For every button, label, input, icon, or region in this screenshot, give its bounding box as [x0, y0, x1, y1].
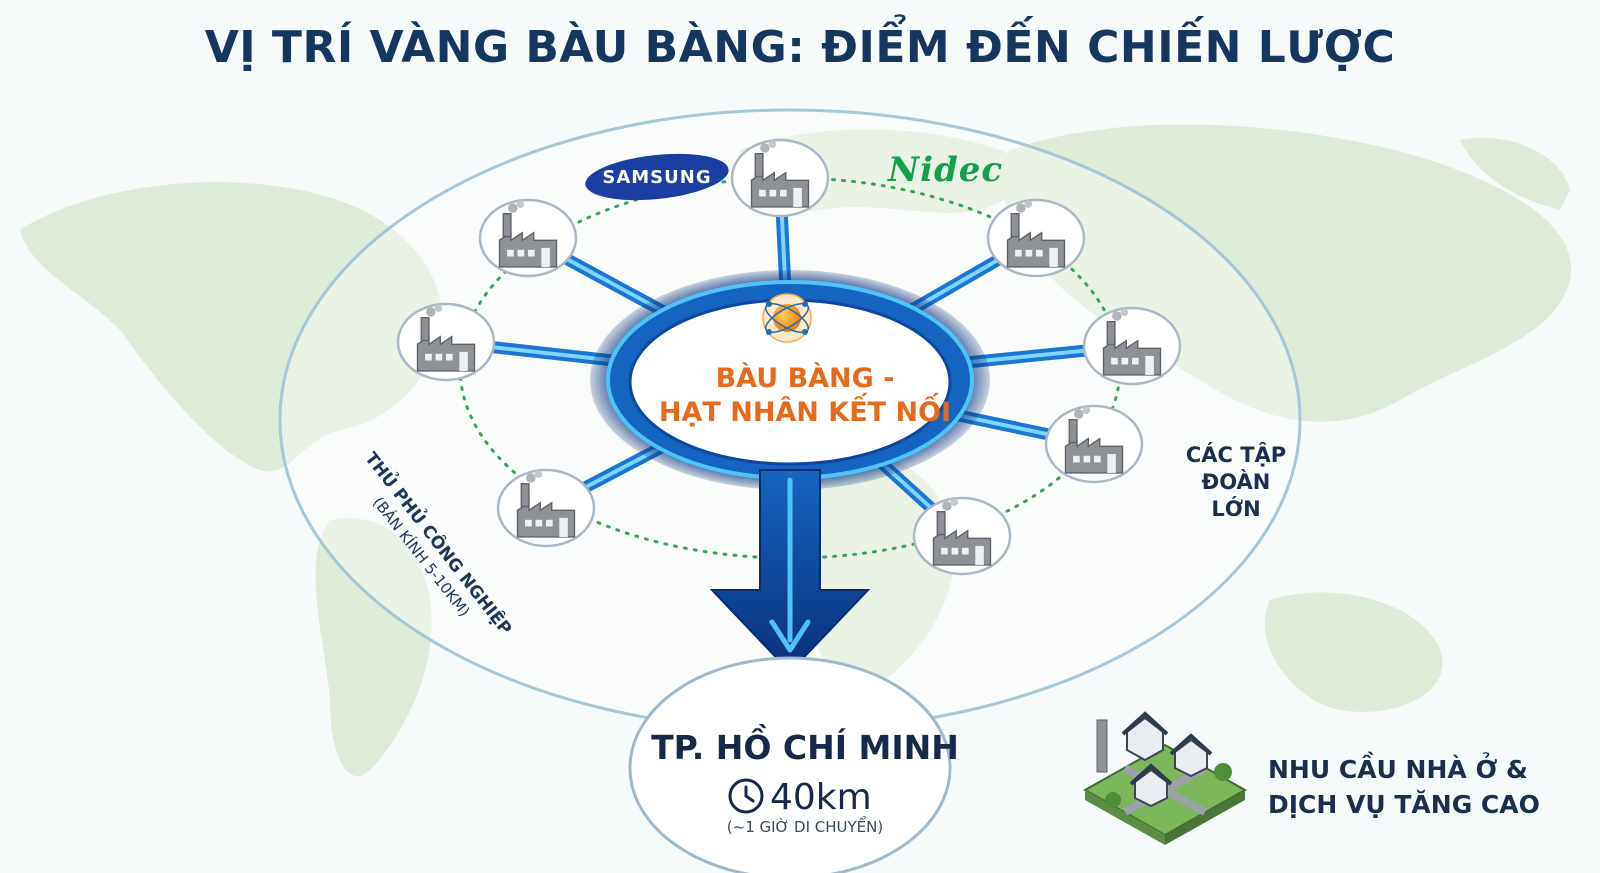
factory-node — [396, 302, 496, 382]
hub-label: BÀU BÀNG - HẠT NHÂN KẾT NỐI — [640, 362, 970, 430]
atom-icon — [762, 293, 812, 343]
factory-node — [478, 198, 578, 278]
hub-label-line2: HẠT NHÂN KẾT NỐI — [658, 397, 952, 428]
samsung-logo-oval — [585, 153, 729, 201]
world-map-background — [20, 124, 1572, 777]
destination-travel-note: (~1 GIỜ DI CHUYỂN) — [726, 818, 884, 836]
factory-node — [496, 468, 596, 548]
arrow-to-hcmc — [709, 469, 871, 674]
nidec-logo: Nidec — [888, 150, 1004, 190]
demand-label-line1: NHU CẦU NHÀ Ở & — [1268, 755, 1528, 784]
samsung-logo: SAMSUNG — [602, 166, 712, 188]
hub-label-line1: BÀU BÀNG - — [715, 363, 895, 394]
factory-nodes — [396, 138, 1182, 576]
destination-distance: 40km — [770, 777, 872, 818]
demand-label-line2: DỊCH VỤ TĂNG CAO — [1268, 790, 1540, 819]
demand-label: NHU CẦU NHÀ Ở & DỊCH VỤ TĂNG CAO — [1268, 752, 1540, 822]
destination-name: TP. HỒ CHÍ MINH — [651, 728, 959, 767]
housing-icon — [1082, 711, 1248, 845]
factory-node — [986, 198, 1086, 278]
factory-node — [1082, 306, 1182, 386]
factory-node — [912, 496, 1012, 576]
page-title: VỊ TRÍ VÀNG BÀU BÀNG: ĐIỂM ĐẾN CHIẾN LƯỢ… — [204, 22, 1396, 73]
factory-node — [1044, 404, 1144, 484]
corporations-label: CÁC TẬP ĐOÀN LỚN — [1176, 442, 1296, 523]
corporations-label-line1: CÁC TẬP — [1185, 443, 1287, 467]
hcmc-destination-circle — [628, 656, 952, 873]
corporations-label-line2: ĐOÀN LỚN — [1201, 470, 1271, 521]
clock-icon — [728, 778, 764, 814]
factory-node — [730, 138, 830, 218]
